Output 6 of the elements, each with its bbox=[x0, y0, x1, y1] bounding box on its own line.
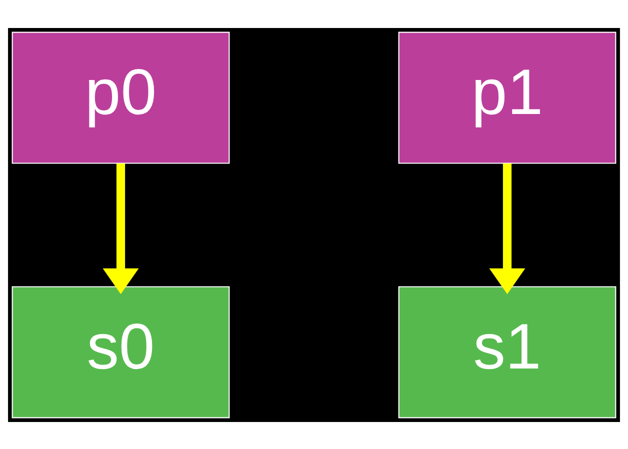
node-box: p0 bbox=[12, 31, 230, 164]
arrow bbox=[489, 163, 526, 294]
node-box: p1 bbox=[398, 31, 616, 164]
arrow bbox=[102, 163, 139, 294]
node-box: s0 bbox=[12, 286, 230, 418]
node-box: s1 bbox=[398, 286, 616, 418]
